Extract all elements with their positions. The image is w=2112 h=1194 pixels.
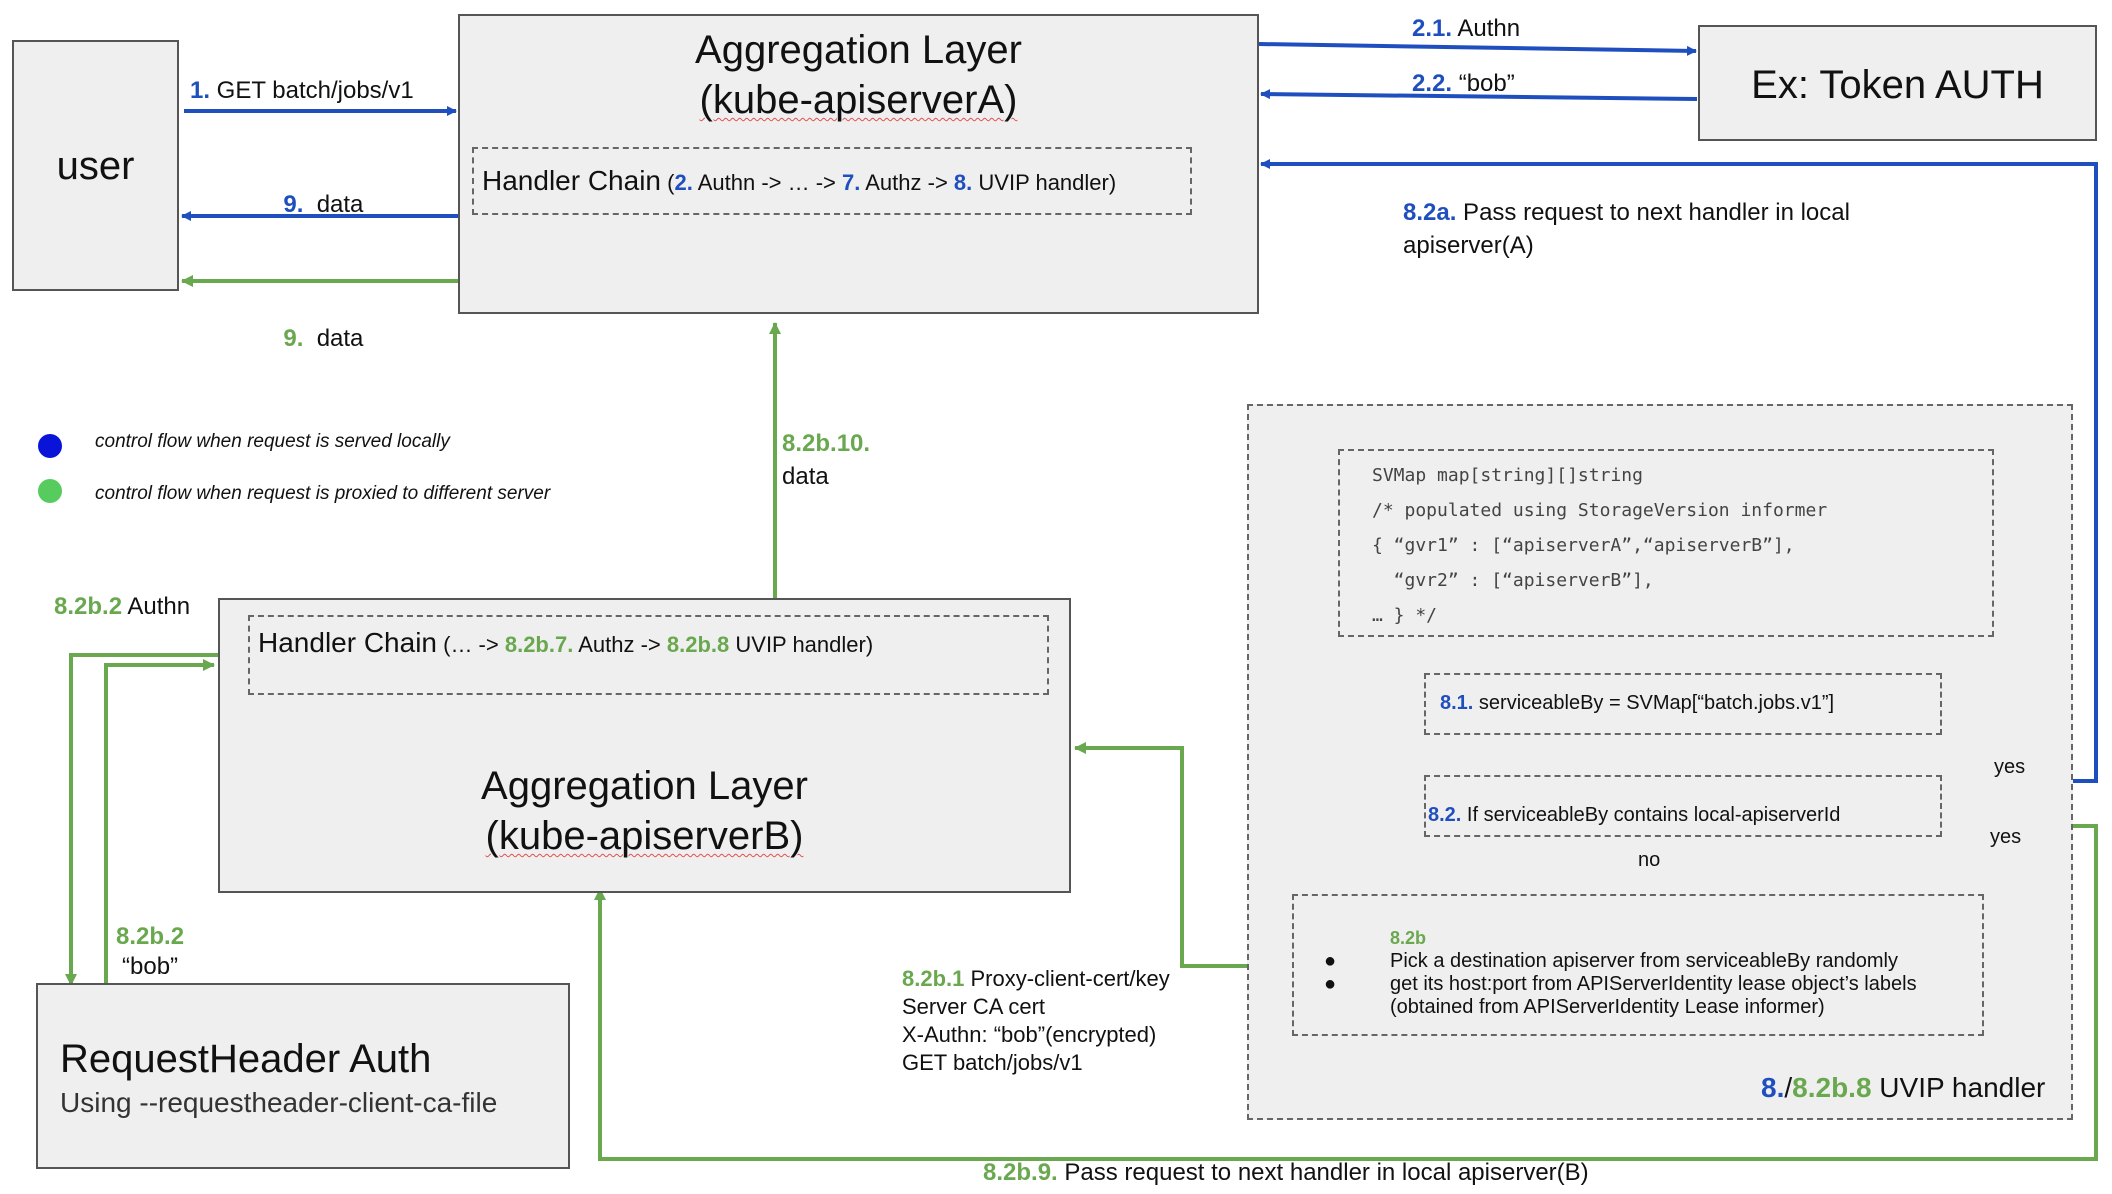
- code-line-4: “gvr2” : [“apiserverB”],: [1372, 570, 1654, 591]
- aggregation-layer-b: Handler Chain (… -> 8.2b.7. Authz -> 8.2…: [218, 598, 1071, 893]
- aggregation-a-title: Aggregation Layer: [695, 28, 1022, 72]
- label-8-2b-1-proxy: 8.2b.1 Proxy-client-cert/key Server CA c…: [902, 966, 1170, 1075]
- label-8-2b-2-authn: 8.2b.2 Authn: [54, 593, 191, 620]
- legend-local-dot: [38, 434, 62, 458]
- arrow-8-2b-1-proxy: [1074, 742, 1292, 968]
- handler-chain-b: Handler Chain (… -> 8.2b.7. Authz -> 8.2…: [248, 615, 1049, 695]
- label-8-2b-10-data: 8.2b.10. data: [782, 430, 871, 490]
- label-no: no: [1638, 849, 1661, 871]
- label-2-1-authn: 2.1. Authn: [1412, 15, 1521, 42]
- label-yes-blue: yes: [1994, 756, 2026, 778]
- step-8-2b-label: 8.2b: [1390, 928, 1427, 948]
- label-1-get: 1. GET batch/jobs/v1: [190, 77, 414, 104]
- bullet-2-text: get its host:port from APIServerIdentity…: [1390, 973, 1917, 995]
- uvip-handler-label: 8./8.2b.8 UVIP handler: [1761, 1072, 2046, 1103]
- requestheader-auth-box: RequestHeader Auth Using --requestheader…: [36, 983, 570, 1169]
- user-label: user: [56, 144, 135, 188]
- label-8-2a: 8.2a. Pass request to next handler in lo…: [1403, 199, 1850, 259]
- code-line-5: … } */: [1372, 605, 1438, 626]
- legend-local-text: control flow when request is served loca…: [95, 431, 450, 452]
- label-9-data-green: 9. data: [283, 325, 364, 352]
- label-2-2-bob: 2.2. “bob”: [1412, 70, 1515, 97]
- arrow-2-1-authn: [1258, 42, 1697, 56]
- aggregation-a-subtitle: (kube-apiserverA): [460, 78, 1257, 123]
- token-auth-box: Ex: Token AUTH: [1698, 25, 2097, 141]
- bullet-2-continued: (obtained from APIServerIdentity Lease i…: [1390, 996, 1825, 1018]
- arrow-8-2b-2-authn: [65, 653, 247, 986]
- handler-chain-a: Handler Chain (2. Authn -> … -> 7. Authz…: [472, 147, 1192, 215]
- requestheader-auth-title: RequestHeader Auth: [60, 1037, 432, 1081]
- aggregation-layer-a: Aggregation Layer (kube-apiserverA) Hand…: [458, 14, 1259, 314]
- step-8-2b-box: 8.2b ● Pick a destination apiserver from…: [1292, 894, 1984, 1036]
- user-box: user: [12, 40, 179, 291]
- code-line-2: /* populated using StorageVersion inform…: [1372, 500, 1828, 521]
- bullet-1: ●: [1324, 950, 1337, 972]
- step-8-1-box: 8.1. serviceableBy = SVMap[“batch.jobs.v…: [1424, 673, 1942, 735]
- legend-proxy-text: control flow when request is proxied to …: [95, 483, 551, 504]
- handler-chain-b-title: Handler Chain: [258, 627, 437, 658]
- arrow-2-2-bob: [1260, 89, 1698, 101]
- aggregation-b-server-name: (kube-apiserverB): [485, 814, 804, 858]
- aggregation-a-server-name: (kube-apiserverA): [699, 78, 1018, 122]
- token-auth-label: Ex: Token AUTH: [1751, 63, 2044, 107]
- code-line-1: SVMap map[string][]string: [1372, 465, 1643, 486]
- requestheader-auth-subtitle: Using --requestheader-client-ca-file: [60, 1087, 498, 1118]
- bullet-1-text: Pick a destination apiserver from servic…: [1390, 950, 1898, 972]
- bullet-2: ●: [1324, 973, 1337, 995]
- step-8-2-box: 8.2. If serviceableBy contains local-api…: [1424, 775, 1942, 837]
- label-9-data-blue: 9. data: [283, 191, 364, 218]
- svmap-code-box: SVMap map[string][]string /* populated u…: [1338, 449, 1994, 637]
- label-8-2b-9: 8.2b.9. Pass request to next handler in …: [983, 1159, 1589, 1186]
- arrow-8-2b-2-bob: [104, 659, 215, 983]
- label-8-2b-2-bob: 8.2b.2 “bob”: [116, 923, 185, 980]
- handler-chain-a-title: Handler Chain: [482, 165, 661, 196]
- aggregation-b-title: Aggregation Layer: [481, 764, 808, 808]
- code-line-3: { “gvr1” : [“apiserverA”,“apiserverB”],: [1372, 535, 1795, 556]
- aggregation-b-subtitle: (kube-apiserverB): [220, 814, 1069, 859]
- legend-proxy-dot: [38, 479, 62, 503]
- label-yes-green: yes: [1990, 826, 2022, 848]
